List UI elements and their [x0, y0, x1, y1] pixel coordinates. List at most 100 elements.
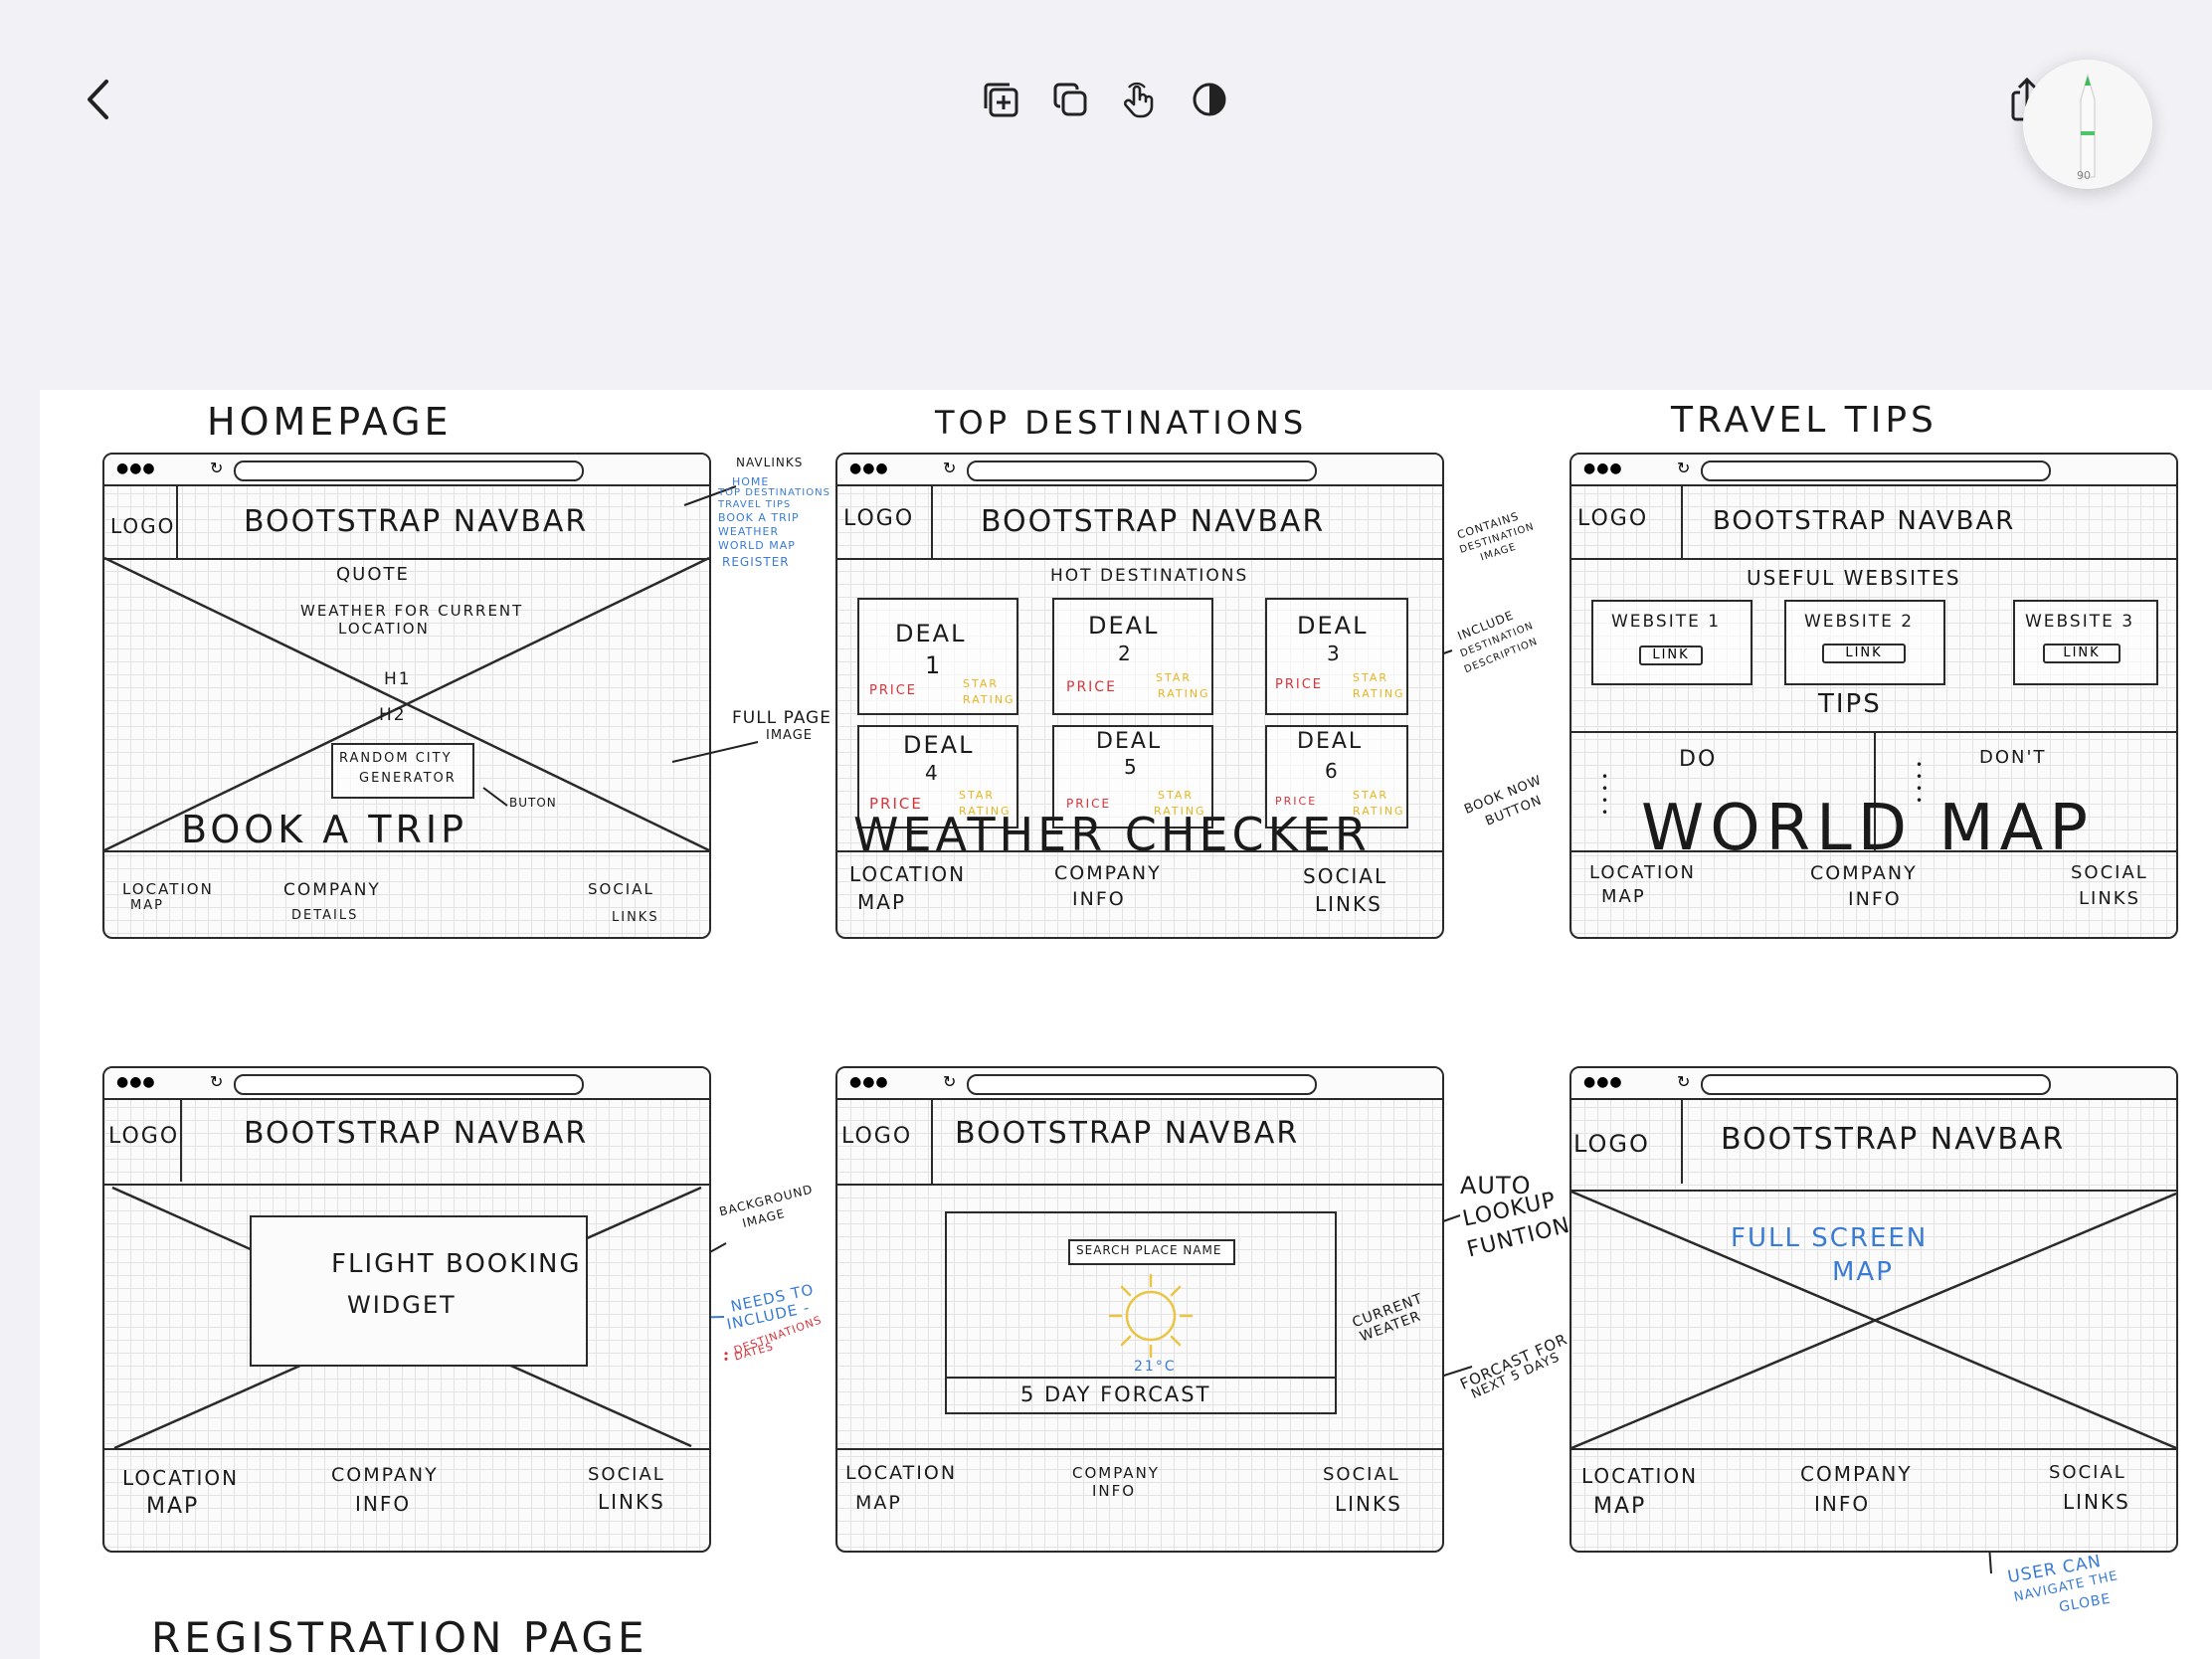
logo: LOGO: [841, 1124, 913, 1149]
footer-company: COMPANY: [1054, 862, 1162, 884]
full-page-note: FULL PAGE: [732, 708, 831, 728]
footer-company: COMPANY: [1810, 862, 1918, 884]
footer-location: LOCATION: [1581, 1464, 1699, 1488]
website-card: WEBSITE 3 LINK: [2013, 600, 2158, 685]
image-placeholder-cross: [104, 556, 709, 852]
window-dots-icon: ●●●: [1583, 461, 1623, 476]
logo: LOGO: [110, 514, 176, 538]
window-dots-icon: ●●●: [1583, 1074, 1623, 1090]
url-bar: [967, 461, 1317, 481]
website-card: WEBSITE 2 LINK: [1784, 600, 1945, 685]
window-dots-icon: ●●●: [849, 1074, 889, 1090]
link-button: LINK: [1639, 645, 1703, 665]
deal-card: DEAL 4 PRICE STAR RATING: [857, 725, 1018, 829]
link-button: LINK: [2043, 644, 2120, 663]
footer-company-2: INFO: [1092, 1482, 1137, 1500]
logo: LOGO: [108, 1124, 180, 1149]
footer-social-2: LINKS: [2063, 1490, 2130, 1514]
footer-location: LOCATION: [1589, 862, 1696, 883]
world-map-title: WORLD MAP: [1641, 792, 2094, 865]
quote-label: QUOTE: [336, 564, 410, 585]
map-placeholder-cross: [1571, 1190, 2176, 1450]
reload-icon: ↻: [210, 459, 224, 477]
section-heading: HOT DESTINATIONS: [1050, 566, 1249, 586]
url-bar: [967, 1074, 1317, 1095]
deal-card: DEAL 5 PRICE STAR RATING: [1052, 725, 1213, 829]
top-destinations-wireframe: ●●● ↻ LOGO BOOTSTRAP NAVBAR HOT DESTINAT…: [835, 453, 1444, 939]
contrast-icon[interactable]: [1188, 78, 1231, 121]
navbar-label: BOOTSTRAP NAVBAR: [1721, 1122, 2066, 1157]
deal-card: DEAL 2 PRICE STAR RATING: [1052, 598, 1213, 715]
footer-location: LOCATION: [849, 862, 967, 886]
footer-company-2: INFO: [1072, 888, 1126, 910]
footer-company-2: INFO: [1848, 888, 1902, 910]
map-label-2: MAP: [1832, 1257, 1894, 1287]
footer-company: COMPANY: [1072, 1464, 1160, 1482]
touch-icon[interactable]: [1118, 78, 1162, 121]
pencil-size-label: 90: [2077, 169, 2091, 182]
deal-card: DEAL 3 PRICE STAR RATING: [1265, 598, 1408, 715]
footer-company: COMPANY: [331, 1464, 439, 1486]
link-button: LINK: [1822, 644, 1906, 663]
footer-location: LOCATION: [122, 880, 214, 898]
registration-title: REGISTRATION PAGE: [151, 1613, 648, 1659]
website-card: WEBSITE 1 LINK: [1591, 600, 1752, 685]
duplicate-icon[interactable]: [1048, 78, 1092, 121]
travel-tips-wireframe: ●●● ↻ LOGO BOOTSTRAP NAVBAR USEFUL WEBSI…: [1569, 453, 2178, 939]
h2-label: H2: [379, 705, 407, 725]
footer-location-2: MAP: [855, 1492, 902, 1514]
back-chevron-icon[interactable]: [80, 78, 115, 121]
toolbar: 90: [0, 0, 2212, 199]
tips-heading: TIPS: [1818, 689, 1882, 719]
footer-social-2: LINKS: [598, 1490, 665, 1514]
forecast-label: 5 DAY FORCAST: [1020, 1382, 1211, 1406]
footer-company: COMPANY: [283, 880, 381, 900]
url-bar: [1701, 1074, 2051, 1095]
reload-icon: ↻: [943, 459, 957, 477]
navbar-label: BOOTSTRAP NAVBAR: [981, 504, 1326, 539]
add-page-icon[interactable]: [979, 78, 1022, 121]
do-column: DO: [1679, 747, 1718, 772]
travel-tips-title: TRAVEL TIPS: [1671, 400, 1937, 441]
footer-social-2: LINKS: [1335, 1492, 1402, 1516]
footer-location-2: MAP: [1593, 1494, 1647, 1519]
pencil-tool-icon[interactable]: 90: [2023, 60, 2152, 189]
navlinks-note: NAVLINKS: [736, 456, 804, 469]
footer-company-2: INFO: [355, 1492, 412, 1516]
footer-social: SOCIAL: [1323, 1464, 1400, 1485]
top-destinations-title: TOP DESTINATIONS: [935, 404, 1308, 442]
h1-label: H1: [384, 669, 412, 689]
weather-line1: WEATHER FOR CURRENT: [300, 602, 524, 620]
button-note: BUTON: [509, 796, 557, 810]
footer-location: LOCATION: [122, 1466, 240, 1490]
homepage-wireframe: ●●● ↻ LOGO BOOTSTRAP NAVBAR QUOTE WEATHE…: [102, 453, 711, 939]
footer-social: SOCIAL: [588, 1464, 665, 1485]
footer-social: SOCIAL: [2071, 862, 2148, 883]
footer-location: LOCATION: [845, 1462, 958, 1484]
temperature-label: 21°C: [1134, 1359, 1177, 1375]
footer-company-2: INFO: [1814, 1492, 1871, 1516]
footer-location-2: MAP: [1601, 886, 1646, 907]
navigate-globe-note-3: GLOBE: [2058, 1590, 2113, 1616]
logo: LOGO: [1577, 506, 1649, 531]
footer-company-2: DETAILS: [291, 908, 359, 923]
book-a-trip-title: BOOK A TRIP: [181, 808, 468, 851]
homepage-title: HOMEPAGE: [207, 400, 453, 444]
url-bar: [234, 1074, 584, 1095]
flight-booking-widget: FLIGHT BOOKING WIDGET: [250, 1215, 588, 1367]
footer-social-2: LINKS: [612, 910, 659, 925]
auto-lookup-note: AUTO: [1460, 1172, 1532, 1199]
window-dots-icon: ●●●: [116, 1074, 156, 1090]
do-bullets: • • • •: [1601, 770, 1611, 820]
weather-panel: SEARCH PLACE NAME 21°C 5 DAY FORCAST: [945, 1211, 1337, 1414]
weather-checker-title: WEATHER CHECKER: [853, 808, 1371, 861]
navbar-label: BOOTSTRAP NAVBAR: [244, 504, 589, 539]
window-dots-icon: ●●●: [116, 461, 156, 476]
window-dots-icon: ●●●: [849, 461, 889, 476]
logo: LOGO: [1573, 1130, 1650, 1158]
reload-icon: ↻: [1677, 1072, 1691, 1091]
footer-location-2: MAP: [146, 1494, 200, 1519]
sketch-canvas[interactable]: HOMEPAGE ●●● ↻ LOGO BOOTSTRAP NAVBAR QUO…: [40, 390, 2212, 1659]
footer-social: SOCIAL: [2049, 1462, 2126, 1483]
reload-icon: ↻: [1677, 459, 1691, 477]
